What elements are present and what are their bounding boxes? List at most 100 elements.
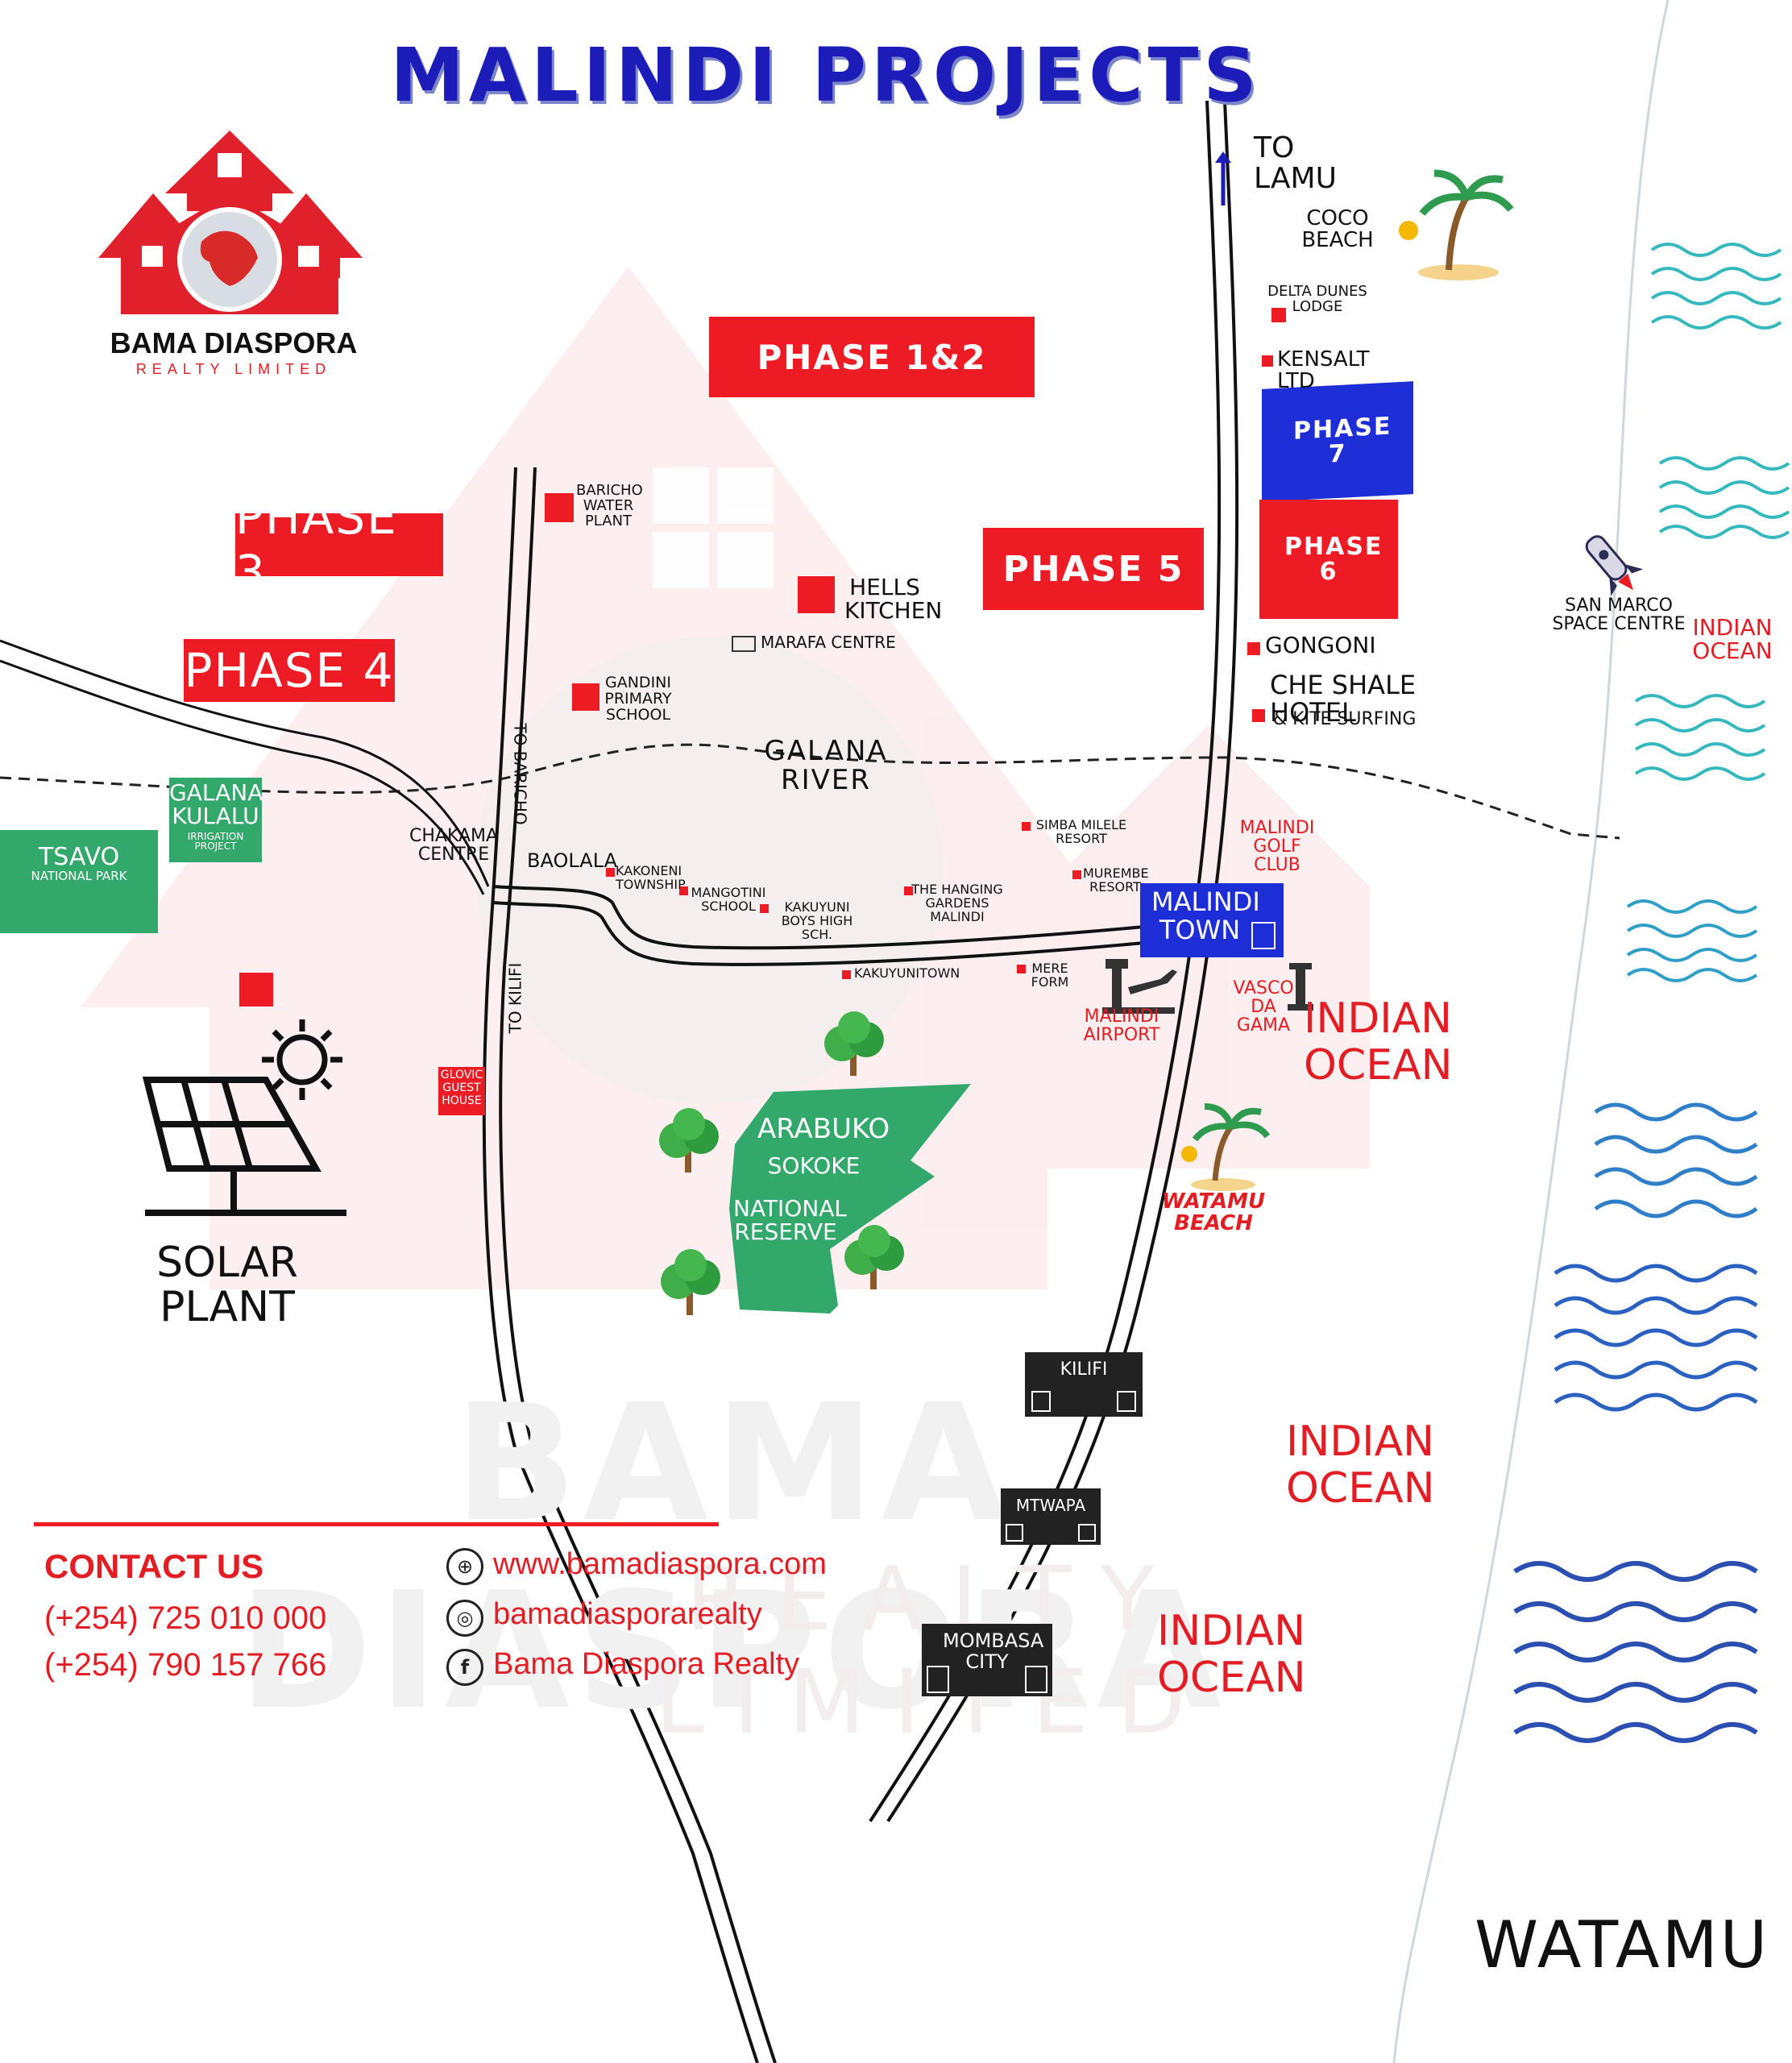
label-to-baricho: TO BARICHO	[510, 723, 530, 825]
brand-name: BAMA DIASPORA	[110, 326, 358, 359]
marker-kakoneni	[606, 868, 615, 877]
contact-heading: CONTACT US	[44, 1547, 264, 1585]
label-solar-plant: SOLAR PLANT	[156, 1239, 298, 1331]
label-kite-surfing: & KITE SURFING	[1273, 709, 1417, 729]
watermark-globe	[475, 637, 943, 1104]
galana-river	[0, 743, 1620, 840]
label-mangotini: MANGOTINI SCHOOL	[691, 885, 766, 914]
marker-hells-kitchen	[798, 576, 835, 613]
baolala-road	[492, 885, 1145, 950]
tree-icon	[659, 1108, 719, 1173]
marker-murembe	[1072, 870, 1081, 879]
label-murembe: MUREMBE RESORT	[1083, 865, 1149, 895]
facebook-icon: f	[446, 1649, 483, 1686]
label-baricho-water: BARICHO WATER PLANT	[576, 482, 643, 529]
label-kakoneni: KAKONENI TOWNSHIP	[616, 863, 686, 892]
watermark-subtext: REALTY LIMITED	[654, 1547, 1215, 1754]
wave-icon	[1553, 1264, 1758, 1412]
label-baolala: BAOLALA	[527, 849, 618, 872]
page-title: MALINDI PROJECTS	[390, 32, 1262, 118]
label-golf-club: MALINDI GOLF CLUB	[1239, 818, 1315, 876]
marker-gandini	[572, 683, 599, 711]
west-road	[0, 639, 490, 887]
marker-gongoni	[1247, 642, 1260, 655]
tree-icon	[661, 1249, 720, 1315]
label-simba-milele: SIMBA MILELE RESORT	[1035, 817, 1127, 846]
label-mtwapa: MTWAPA	[1001, 1488, 1101, 1545]
contact-divider	[34, 1522, 719, 1526]
label-sokoke: SOKOKE	[767, 1152, 861, 1179]
wave-icon	[1634, 694, 1766, 781]
building-icon	[1006, 1524, 1023, 1542]
marker-solar-plant	[239, 973, 273, 1007]
phase-6-label: PHASE 6	[1259, 500, 1398, 619]
wave-icon	[1513, 1561, 1758, 1743]
baolala-road	[492, 901, 1145, 966]
coastline	[1392, 0, 1670, 2063]
label-mere-form: MERE FORM	[1031, 961, 1069, 990]
label-delta-dunes: DELTA DUNES LODGE	[1267, 283, 1367, 315]
marker-simba	[1022, 822, 1031, 831]
building-icon	[927, 1666, 949, 1693]
marker-che-shale	[1252, 709, 1265, 722]
globe-icon: ⊕	[446, 1548, 483, 1585]
label-indian-ocean-top: INDIAN OCEAN	[1692, 614, 1773, 665]
label-to-lamu: TO LAMU	[1254, 131, 1337, 195]
marker-kakuyuni-boys	[760, 904, 769, 913]
building-icon	[1025, 1666, 1047, 1693]
label-watamu-beach: WATAMU BEACH	[1161, 1189, 1266, 1236]
label-che-shale: CHE SHALE HOTEL	[1270, 670, 1417, 728]
label-indian-ocean-malindi: INDIAN OCEAN	[1304, 994, 1453, 1090]
contact-instagram[interactable]: bamadiasporarealty	[493, 1597, 762, 1631]
marker-mangotini	[679, 886, 688, 895]
marker-delta-dunes	[1271, 308, 1286, 322]
mombasa-text: MOMBASA CITY	[943, 1629, 1044, 1674]
label-galana-river: GALANA RIVER	[764, 735, 888, 796]
label-glovic: GLOVIC GUEST HOUSE	[438, 1067, 485, 1115]
label-to-kilifi: TO KILIFI	[505, 962, 525, 1034]
label-malindi-airport: MALINDI AIRPORT	[1083, 1007, 1160, 1046]
west-road	[0, 659, 485, 895]
label-tsavo: TSAVO NATIONAL PARK	[0, 830, 158, 933]
marker-kensalt	[1262, 355, 1273, 367]
brand-tagline: REALTY LIMITED	[135, 361, 332, 377]
baricho-road	[482, 467, 759, 2063]
building-icon	[1078, 1524, 1096, 1542]
label-marafa: MARAFA CENTRE	[732, 634, 909, 652]
instagram-icon: ◎	[446, 1600, 483, 1637]
label-malindi-town: MALINDI TOWN	[1140, 883, 1284, 957]
contact-facebook[interactable]: Bama Diaspora Realty	[493, 1647, 800, 1681]
label-kakuyuni-boys: KAKUYUNI BOYS HIGH SCH.	[781, 899, 853, 942]
marker-kakuyunitown	[842, 970, 851, 979]
palm-island-icon	[1399, 169, 1514, 280]
label-gongoni: GONGONI	[1265, 632, 1376, 658]
highway-line	[886, 100, 1239, 1823]
marker-hanging-gardens	[904, 886, 913, 895]
wave-icon	[1658, 456, 1790, 539]
contact-phone-1[interactable]: (+254) 725 010 000	[44, 1600, 327, 1636]
galana-kulalu-title: GALANA KULALU	[169, 779, 263, 830]
wave-icon	[1650, 243, 1782, 330]
mtwapa-text: MTWAPA	[1015, 1496, 1086, 1515]
contact-phone-2[interactable]: (+254) 790 157 766	[44, 1647, 327, 1683]
phase-5-label: PHASE 5	[983, 528, 1204, 610]
phase-1-2-label: PHASE 1&2	[709, 317, 1035, 397]
label-vasco: VASCO DA GAMA	[1233, 978, 1294, 1036]
airplane-icon	[1102, 959, 1177, 1014]
label-watamu: WATAMU	[1475, 1907, 1770, 1982]
watermark-window	[653, 467, 774, 588]
label-chakama: CHAKAMA CENTRE	[409, 826, 499, 865]
label-mombasa: MOMBASA CITY	[922, 1624, 1052, 1696]
sun-icon	[262, 1019, 342, 1100]
building-icon	[732, 635, 756, 652]
label-san-marco: SAN MARCO SPACE CENTRE	[1552, 596, 1686, 635]
contact-website[interactable]: www.bamadiaspora.com	[493, 1547, 827, 1581]
rocket-icon	[1585, 535, 1644, 596]
highway-line	[869, 100, 1222, 1823]
label-hells-kitchen: HELLS KITCHEN	[844, 574, 943, 625]
arabuko-sokoke-reserve	[729, 1084, 971, 1314]
label-kilifi: KILIFI	[1025, 1352, 1143, 1417]
building-icon	[1031, 1391, 1051, 1412]
phase-6-text: PHASE 6	[1284, 532, 1383, 586]
